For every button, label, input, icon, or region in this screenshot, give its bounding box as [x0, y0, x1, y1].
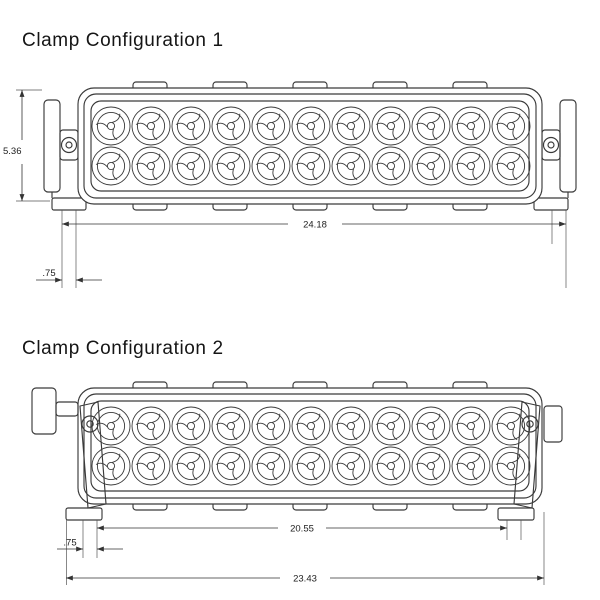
- config1-dim-clamp-foot: .75: [36, 268, 102, 283]
- config1-drawing: 5.36 24.18 .75: [3, 66, 577, 288]
- clamp-end-plate: [43, 99, 61, 193]
- config1-dim-height: 5.36: [3, 89, 50, 202]
- dim-inner-width-label: 20.55: [290, 524, 314, 535]
- config2-dim-clamp-foot: .75: [57, 538, 123, 552]
- dim-clamp-foot-label: .75: [63, 538, 76, 549]
- config1-dim-overall-width: 24.18: [62, 220, 566, 231]
- clamp-pivot-link: [541, 129, 561, 161]
- dim-overall-width-label: 23.43: [293, 574, 317, 585]
- clamp-arm: [513, 401, 541, 509]
- clamp-foot: [497, 507, 535, 521]
- clamp-end-plate: [559, 99, 577, 193]
- pivot-bolt: [521, 415, 539, 433]
- pivot-bolt-center: [526, 420, 534, 428]
- clamp-foot: [533, 197, 569, 211]
- clamp-arm: [79, 401, 107, 509]
- pivot-bolt: [81, 415, 99, 433]
- lightbar-config1: [78, 82, 542, 210]
- config1-clamp-right: [533, 99, 577, 211]
- pivot-bolt-center: [547, 141, 555, 149]
- dim-overall-width-label: 24.18: [303, 220, 327, 231]
- config2-drawing: 20.55 .75 23.43: [31, 380, 563, 585]
- dim-height-label: 5.36: [3, 146, 22, 157]
- config2-clamp-left: [31, 387, 107, 521]
- config2-dim-overall-width: 23.43: [66, 574, 544, 585]
- pivot-bolt-center: [65, 141, 73, 149]
- clamp-pivot-link: [59, 129, 79, 161]
- config2-dim-inner-width: 20.55: [97, 524, 507, 535]
- config1-title: Clamp Configuration 1: [22, 30, 224, 51]
- config1-clamp-left: [43, 99, 87, 211]
- config2-title: Clamp Configuration 2: [22, 338, 224, 359]
- pivot-bolt: [542, 136, 560, 154]
- pivot-bolt: [60, 136, 78, 154]
- pivot-bolt-center: [86, 420, 94, 428]
- clamp-end-plate: [31, 387, 57, 435]
- clamp-foot: [65, 507, 103, 521]
- clamp-foot: [51, 197, 87, 211]
- clamp-end-plate: [543, 405, 563, 443]
- lightbar-config2: [78, 382, 542, 510]
- dim-clamp-foot-label: .75: [42, 268, 55, 279]
- clamp-pivot-link: [55, 401, 79, 417]
- config2-clamp-right: [497, 401, 563, 521]
